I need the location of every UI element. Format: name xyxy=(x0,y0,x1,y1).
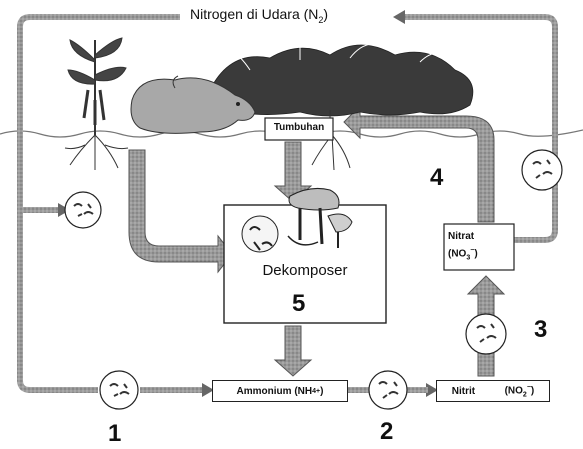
bacteria-circle-right-top-icon xyxy=(522,150,562,190)
bacteria-circle-left-icon xyxy=(65,192,101,228)
nitrit-close: ) xyxy=(531,385,534,396)
nitrat-formula: (NO xyxy=(448,248,466,259)
tumbuhan-label: Tumbuhan xyxy=(268,122,330,133)
title-text: Nitrogen di Udara (N xyxy=(190,6,318,22)
nitrat-name: Nitrat xyxy=(448,230,510,244)
nitrat-label: Nitrat (NO3−) xyxy=(448,230,510,265)
dekomposer-label: Dekomposer xyxy=(250,262,360,279)
nitrat-sub: 3 xyxy=(466,254,470,261)
title-label: Nitrogen di Udara (N2) xyxy=(186,6,332,25)
ammonium-close: ) xyxy=(320,386,323,397)
bacteria-circle-bottom-left-icon xyxy=(100,371,138,409)
bacteria-circle-right-mid-icon xyxy=(466,314,506,354)
nitrit-name: Nitrit xyxy=(452,386,475,397)
step-number-4: 4 xyxy=(430,164,443,192)
step-number-5: 5 xyxy=(292,290,305,318)
title-close: ) xyxy=(323,6,328,22)
step-number-3: 3 xyxy=(534,316,547,344)
left-plant xyxy=(65,38,128,170)
step-number-1: 1 xyxy=(108,420,121,448)
nitrit-box: Nitrit (NO2−) xyxy=(436,380,550,402)
nitrit-formula: (NO xyxy=(505,385,523,396)
arrowhead-to-title xyxy=(393,10,405,24)
nitrit-formula-group: (NO2−) xyxy=(505,384,535,398)
nitrat-close: ) xyxy=(474,248,477,259)
ammonium-text: Ammonium (NH xyxy=(237,386,313,397)
nitrat-formula-line: (NO3−) xyxy=(448,244,510,265)
bacteria-circle-bottom-mid-icon xyxy=(369,371,407,409)
nitrit-sub: 2 xyxy=(523,391,527,398)
step-number-2: 2 xyxy=(380,418,393,446)
